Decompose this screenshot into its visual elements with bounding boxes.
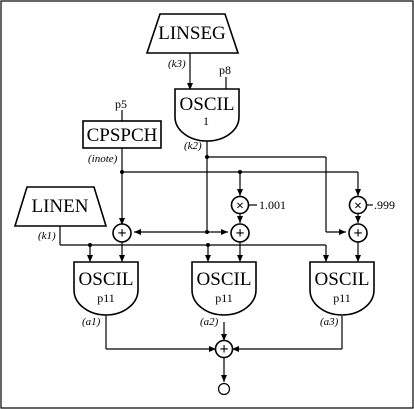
a1-label: (a1) — [82, 316, 101, 328]
multiplier-2-symbol: × — [354, 199, 362, 214]
oscil-2-shape — [191, 261, 257, 316]
oscil-env-table: 1 — [203, 114, 209, 128]
oscil-3-label: OSCIL — [315, 269, 370, 290]
k2-label: (k2) — [184, 140, 202, 152]
a3-label: (a3) — [320, 316, 339, 328]
multiplier-1: × — [230, 195, 250, 215]
oscil-1-label: OSCIL — [79, 269, 134, 290]
adder-1-symbol: + — [117, 225, 126, 242]
multiplier-2-circle — [348, 195, 368, 215]
a2-label: (a2) — [200, 316, 219, 328]
oscil-2-module: OSCIL p11 — [191, 261, 257, 316]
adder-1-circle — [112, 223, 132, 243]
oscil-1-table: p11 — [97, 291, 115, 305]
oscil-3-module: OSCIL p11 — [309, 261, 375, 316]
oscil-1-module: OSCIL p11 — [73, 261, 139, 316]
adder-3-symbol: + — [353, 225, 362, 242]
connection-lines — [59, 53, 359, 382]
oscil-3-shape — [309, 261, 375, 316]
final-adder-symbol: + — [219, 341, 228, 358]
multiplier-1-symbol: × — [236, 199, 244, 214]
adder-2-circle — [230, 223, 250, 243]
oscil-2-table: p11 — [215, 291, 233, 305]
p5-label: p5 — [115, 97, 127, 111]
multiplier-1-circle — [230, 195, 250, 215]
arrowheads — [87, 83, 361, 382]
multiplier-1-value: 1.001 — [259, 198, 286, 212]
linen-shape — [13, 186, 108, 227]
output-terminal — [217, 382, 231, 396]
adder-2: + — [230, 223, 250, 243]
cpspch-module: CPSPCH — [82, 120, 162, 149]
oscil-env-module: OSCIL 1 — [174, 88, 240, 142]
linseg-shape — [145, 13, 240, 54]
adder-3-circle — [348, 223, 368, 243]
cpspch-shape — [82, 120, 162, 149]
k1-label: (k1) — [38, 230, 56, 242]
cpspch-label: CPSPCH — [87, 125, 158, 146]
final-adder: + — [214, 339, 234, 359]
linen-module: LINEN — [13, 186, 108, 227]
adder-2-symbol: + — [235, 225, 244, 242]
p8-label: p8 — [219, 63, 231, 77]
multiplier-2: × — [348, 195, 368, 215]
adder-3: + — [348, 223, 368, 243]
junction-dots — [88, 155, 242, 247]
linseg-label: LINSEG — [158, 23, 226, 44]
oscil-env-shape — [174, 88, 240, 142]
multiplier-2-value: .999 — [374, 198, 395, 212]
oscil-2-label: OSCIL — [197, 269, 252, 290]
linseg-module: LINSEG — [145, 13, 240, 54]
oscil-3-table: p11 — [333, 291, 351, 305]
final-adder-circle — [214, 339, 234, 359]
k3-label: (k3) — [168, 58, 186, 70]
oscil-1-shape — [73, 261, 139, 316]
inote-label: (inote) — [88, 153, 118, 165]
linen-label: LINEN — [32, 196, 89, 217]
oscil-env-label: OSCIL — [180, 94, 235, 115]
adder-1: + — [112, 223, 132, 243]
